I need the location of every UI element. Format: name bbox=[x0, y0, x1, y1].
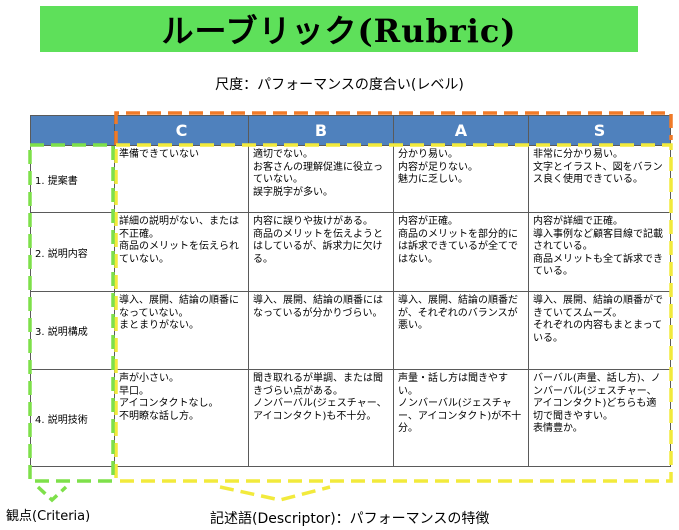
table-row: 1. 提案書 準備できていない 適切でない。 お客さんの理解促進に役立っていない… bbox=[30, 145, 671, 213]
descriptor-pointer bbox=[219, 485, 331, 502]
rubric-table: C B A S 1. 提案書 準備できていない 適切でない。 お客さんの理解促進… bbox=[30, 115, 671, 467]
descriptor-cell: 声量・話し方は聞きやすい。 ノンバーバル(ジェスチャー、アイコンタクト)が不十分… bbox=[393, 369, 529, 467]
descriptor-label: 記述語(Descriptor)：パフォーマンスの特徴 bbox=[210, 511, 490, 527]
descriptor-cell: 準備できていない bbox=[114, 145, 249, 213]
descriptor-cell: 適切でない。 お客さんの理解促進に役立っていない。 誤字脱字が多い。 bbox=[248, 145, 394, 213]
level-c-header: C bbox=[114, 115, 249, 146]
criterion-cell: 1. 提案書 bbox=[30, 145, 115, 213]
header-corner bbox=[30, 115, 115, 146]
descriptor-cell: 内容が詳細で正確。 導入事例など顧客目線で記載されている。 商品メリットも全て訴… bbox=[528, 212, 671, 292]
level-s-header: S bbox=[528, 115, 671, 146]
descriptor-cell: 導入、展開、結論の順番にはなっているが分かりづらい。 bbox=[248, 291, 394, 370]
criteria-pointer bbox=[36, 485, 68, 503]
table-row: 4. 説明技術 声が小さい。 早口。 アイコンタクトなし。 不明瞭な話し方。 聞… bbox=[30, 369, 671, 467]
descriptor-cell: バーバル(声量、話し方)、ノンバーバル(ジェスチャー、アイコンタクト)どちらも適… bbox=[528, 369, 671, 467]
criterion-cell: 2. 説明内容 bbox=[30, 212, 115, 292]
scale-label: 尺度：パフォーマンスの度合い(レベル) bbox=[215, 77, 464, 93]
descriptor-cell: 内容が正確。 商品のメリットを部分的には訴求できているが全てではない。 bbox=[393, 212, 529, 292]
table-row: 2. 説明内容 詳細の説明がない、または不正確。 商品のメリットを伝えられていな… bbox=[30, 212, 671, 292]
descriptor-cell: 声が小さい。 早口。 アイコンタクトなし。 不明瞭な話し方。 bbox=[114, 369, 249, 467]
descriptor-cell: 導入、展開、結論の順番になっていない。 まとまりがない。 bbox=[114, 291, 249, 370]
descriptor-cell: 分かり易い。 内容が足りない。 魅力に乏しい。 bbox=[393, 145, 529, 213]
descriptor-cell: 導入、展開、結論の順番だが、それぞれのバランスが悪い。 bbox=[393, 291, 529, 370]
table-row: 3. 説明構成 導入、展開、結論の順番になっていない。 まとまりがない。 導入、… bbox=[30, 291, 671, 370]
descriptor-cell: 聞き取れるが単調、または聞きづらい点がある。 ノンバーバル(ジェスチャー、アイコ… bbox=[248, 369, 394, 467]
criterion-cell: 4. 説明技術 bbox=[30, 369, 115, 467]
descriptor-cell: 詳細の説明がない、または不正確。 商品のメリットを伝えられていない。 bbox=[114, 212, 249, 292]
descriptor-cell: 内容に誤りや抜けがある。 商品のメリットを伝えようとはしているが、訴求力に欠ける… bbox=[248, 212, 394, 292]
title-banner: ルーブリック(Rubric) bbox=[40, 6, 638, 52]
page-title: ルーブリック(Rubric) bbox=[161, 12, 517, 50]
descriptor-cell: 非常に分かり易い。 文字とイラスト、図をバランス良く使用できている。 bbox=[528, 145, 671, 213]
level-a-header: A bbox=[393, 115, 529, 146]
descriptor-cell: 導入、展開、結論の順番ができていてスムーズ。 それぞれの内容もまとまっている。 bbox=[528, 291, 671, 370]
criteria-label: 観点(Criteria) bbox=[6, 509, 91, 524]
header-row: C B A S bbox=[30, 115, 671, 146]
criterion-cell: 3. 説明構成 bbox=[30, 291, 115, 370]
level-b-header: B bbox=[248, 115, 394, 146]
